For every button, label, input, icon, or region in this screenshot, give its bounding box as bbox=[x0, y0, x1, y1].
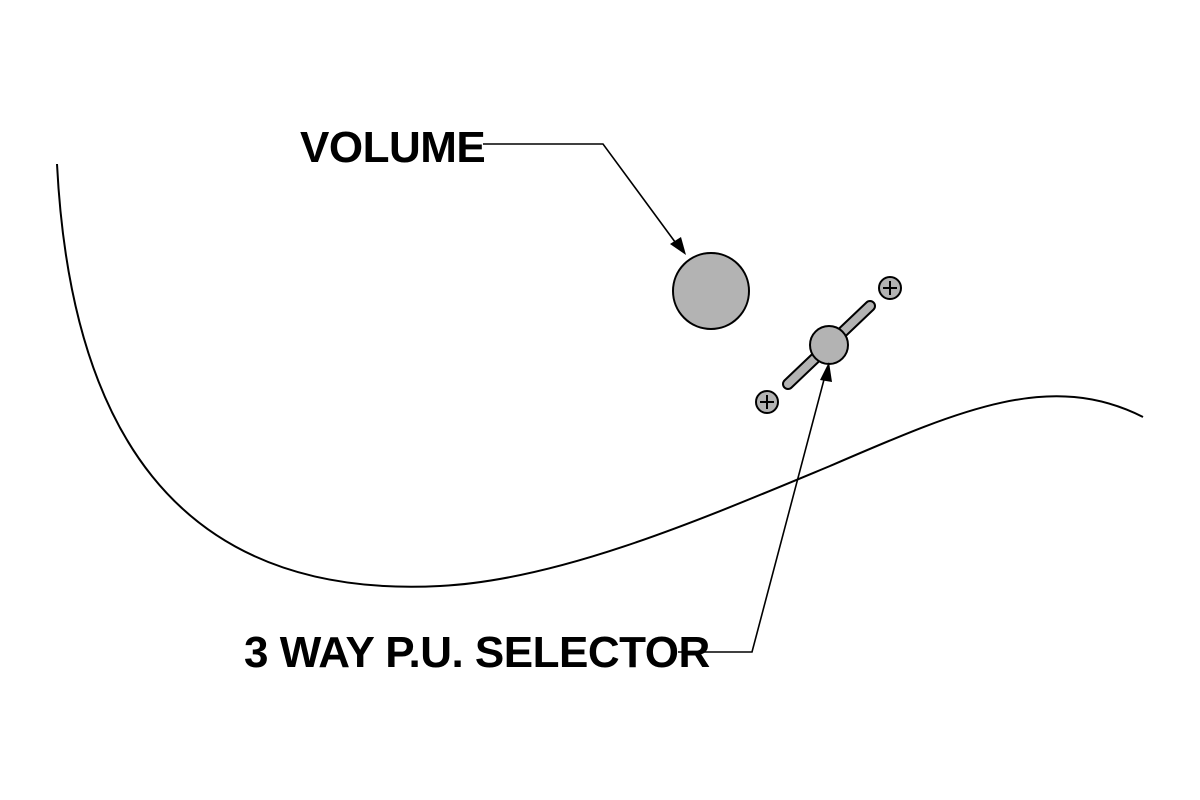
selector-leader-line bbox=[678, 371, 827, 653]
volume-label: VOLUME bbox=[300, 123, 485, 172]
volume-arrowhead bbox=[670, 237, 686, 255]
volume-knob-icon bbox=[672, 252, 750, 330]
selector-arrowhead bbox=[820, 362, 832, 382]
screw-icon bbox=[755, 390, 779, 414]
selector-knob bbox=[809, 325, 849, 365]
toggle-switch-icon bbox=[782, 300, 876, 390]
volume-leader-line bbox=[483, 143, 679, 247]
guitar-body-outline bbox=[56, 163, 1144, 588]
selector-label: 3 WAY P.U. SELECTOR bbox=[244, 628, 710, 677]
screw-icon bbox=[878, 276, 902, 300]
